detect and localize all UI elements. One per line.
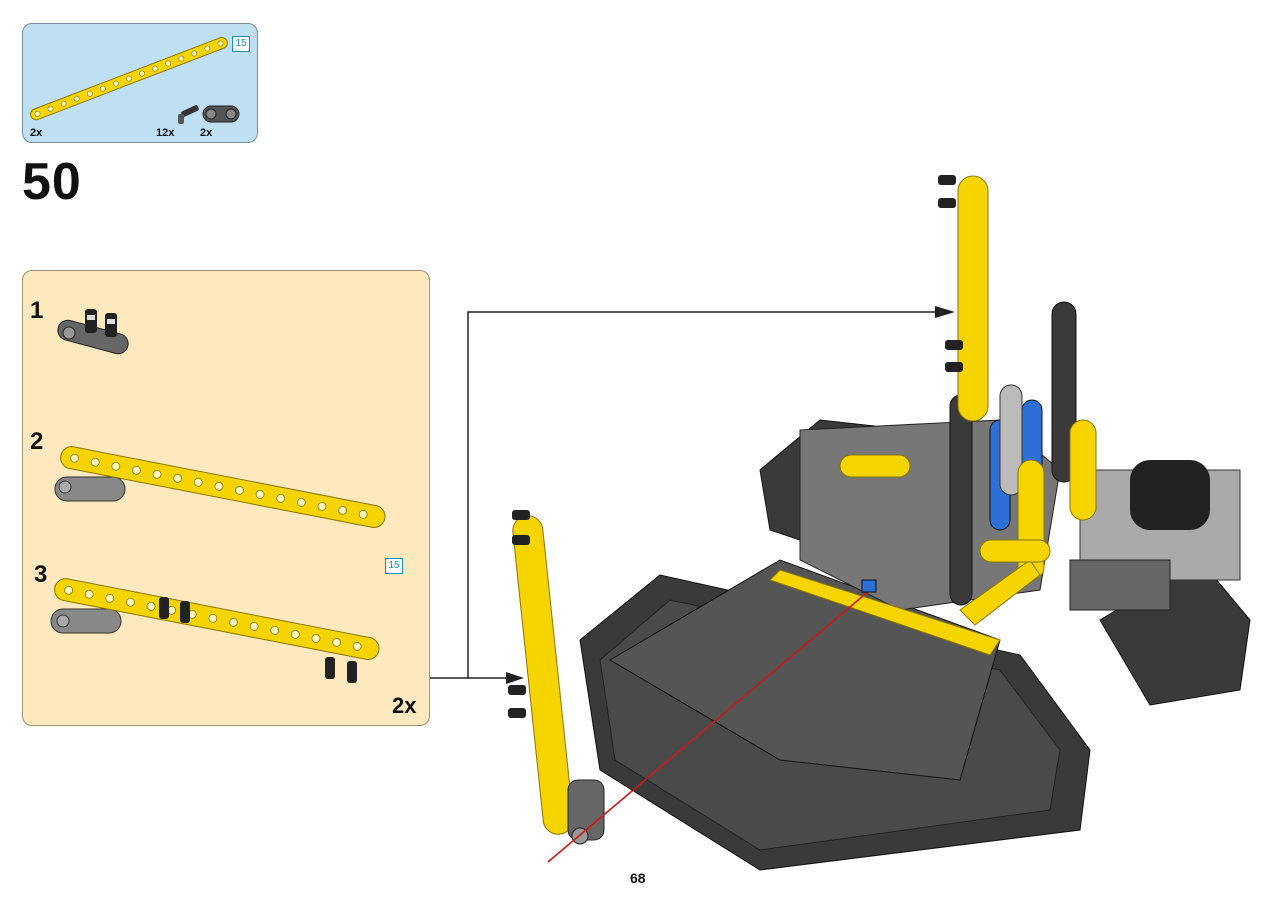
part-qty-beam: 2x: [30, 127, 43, 139]
substep-3-illustration: [50, 578, 380, 683]
substep-2-length-badge: 15: [385, 558, 403, 574]
parts-list-callout: 2x 12x 2x 15: [22, 23, 258, 143]
subassembly-callout: 1 2 3 15 2x: [22, 270, 430, 726]
blue-pin: [861, 579, 877, 593]
substep-3-number: 3: [34, 561, 48, 588]
yellow-beam-15-part: [30, 36, 228, 121]
substep-1-illustration: [57, 309, 129, 355]
page-number: 68: [630, 870, 646, 886]
step-number: 50: [22, 153, 82, 211]
cross-beams: [769, 454, 1051, 656]
black-pin-part: [178, 105, 199, 124]
part-qty-pin: 12x: [156, 127, 175, 139]
arrow-head-bottom: [506, 672, 524, 684]
length-badge: 15: [232, 36, 250, 52]
substep-2-illustration: [54, 446, 386, 528]
part-qty-connector: 2x: [200, 127, 213, 139]
subassembly-illustration: [50, 309, 386, 683]
substep-2-number: 2: [30, 428, 44, 455]
insertion-guide-line: [547, 589, 871, 863]
arrow-head-top: [935, 306, 955, 318]
substep-1-number: 1: [30, 297, 44, 324]
guide-arrows: [430, 311, 940, 679]
repeat-count: 2x: [392, 693, 417, 718]
parts-list-illustration: [30, 36, 240, 124]
dark-gray-connector-part: [202, 105, 240, 123]
